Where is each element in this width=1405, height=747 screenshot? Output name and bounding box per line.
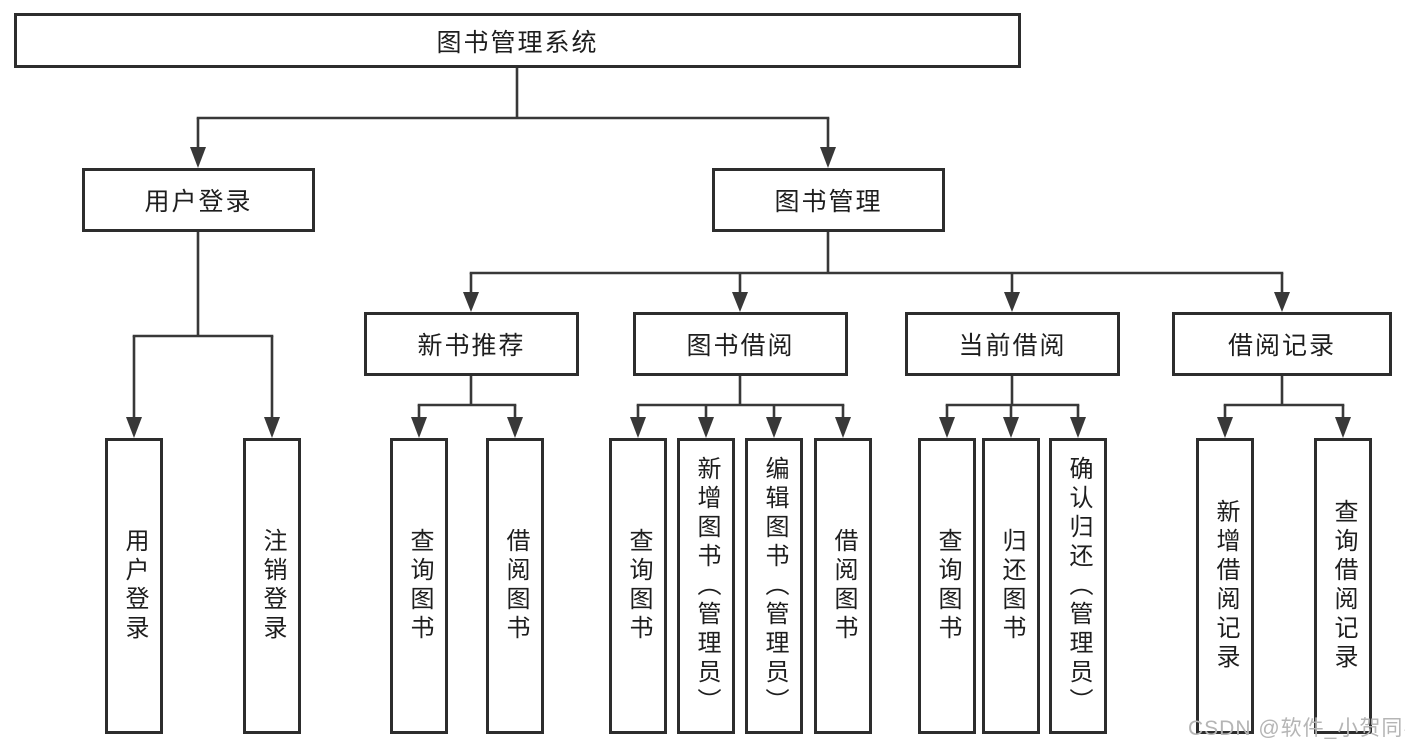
connector-current-borrow-to-leaves	[939, 376, 1086, 438]
node-leaf-add-books-admin: 新增图书（管理员）	[677, 438, 735, 734]
connector-book-borrow-to-leaves	[630, 376, 851, 438]
node-new-book-recommendation: 新书推荐	[364, 312, 579, 376]
connector-user-login-to-leaves	[126, 232, 280, 438]
csdn-watermark: CSDN @软件_小贺同学	[1188, 717, 1405, 740]
node-book-management: 图书管理	[712, 168, 945, 232]
node-borrowing-records: 借阅记录	[1172, 312, 1392, 376]
connector-new-book-rec-to-leaves	[411, 376, 523, 438]
node-leaf-user-login: 用户登录	[105, 438, 163, 734]
node-leaf-edit-books-admin: 编辑图书（管理员）	[745, 438, 803, 734]
connector-book-mgmt-to-level3	[463, 232, 1290, 312]
connector-root-to-level2	[190, 68, 836, 168]
node-library-system: 图书管理系统	[14, 13, 1021, 68]
node-leaf-query-books: 查询图书	[609, 438, 667, 734]
node-leaf-query-borrow-record: 查询借阅记录	[1314, 438, 1372, 734]
node-leaf-borrow-books: 借阅图书	[486, 438, 544, 734]
node-leaf-query-books: 查询图书	[918, 438, 976, 734]
node-leaf-confirm-return-admin: 确认归还（管理员）	[1049, 438, 1107, 734]
node-leaf-logout: 注销登录	[243, 438, 301, 734]
node-current-borrowing: 当前借阅	[905, 312, 1120, 376]
node-leaf-return-books: 归还图书	[982, 438, 1040, 734]
node-user-login: 用户登录	[82, 168, 315, 232]
node-leaf-query-books: 查询图书	[390, 438, 448, 734]
node-book-borrowing: 图书借阅	[633, 312, 848, 376]
connector-borrow-records-to-leaves	[1217, 376, 1351, 438]
node-leaf-add-borrow-record: 新增借阅记录	[1196, 438, 1254, 734]
node-leaf-borrow-books: 借阅图书	[814, 438, 872, 734]
